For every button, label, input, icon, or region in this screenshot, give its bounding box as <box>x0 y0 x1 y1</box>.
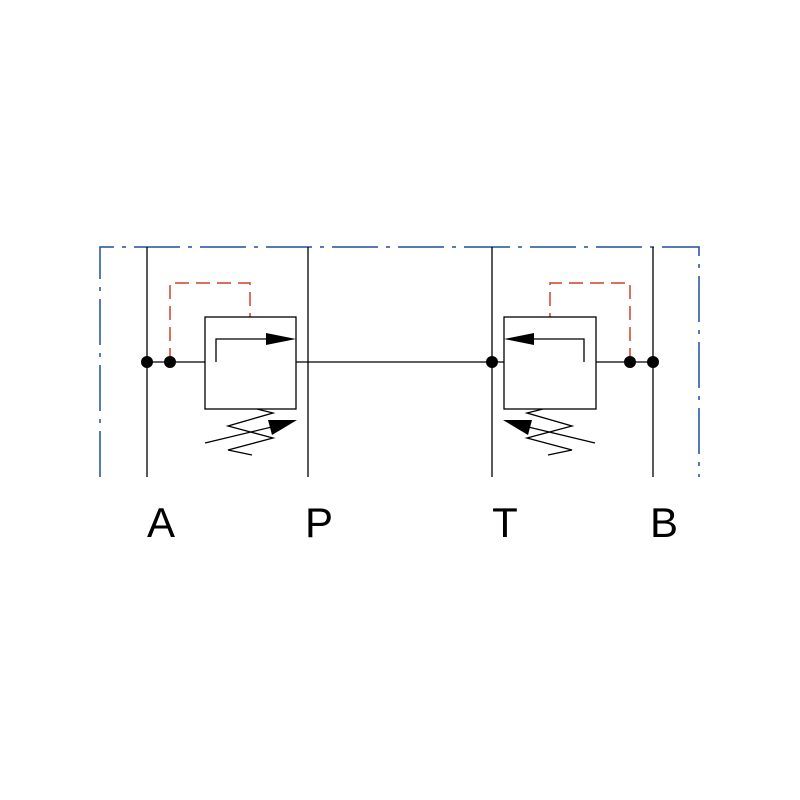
pilot-line-right <box>549 282 631 362</box>
adjust-arrow-left <box>204 424 281 444</box>
adjust-arrowhead-right <box>503 420 532 435</box>
junction-dot <box>486 356 498 368</box>
relief-valve-left <box>169 282 297 456</box>
port-label-b: B <box>650 499 678 546</box>
relief-valve-right <box>503 282 631 456</box>
flow-arrow-left <box>215 338 270 362</box>
port-label-p: P <box>305 499 333 546</box>
adjust-arrowhead-left <box>268 420 297 435</box>
enclosure-boundary <box>99 246 700 477</box>
junction-dot <box>164 356 176 368</box>
port-label-a: A <box>147 499 175 546</box>
flow-arrow-right <box>530 338 585 362</box>
port-label-t: T <box>492 499 518 546</box>
junction-dot <box>647 356 659 368</box>
valve-body-right <box>503 316 597 410</box>
pilot-line-left <box>169 282 251 362</box>
adjust-arrow-right <box>519 424 596 444</box>
junction-dot <box>624 356 636 368</box>
flow-arrowhead-right <box>504 333 534 345</box>
flow-arrowhead-left <box>266 333 296 345</box>
junction-dot <box>141 356 153 368</box>
valve-body-left <box>204 316 297 410</box>
